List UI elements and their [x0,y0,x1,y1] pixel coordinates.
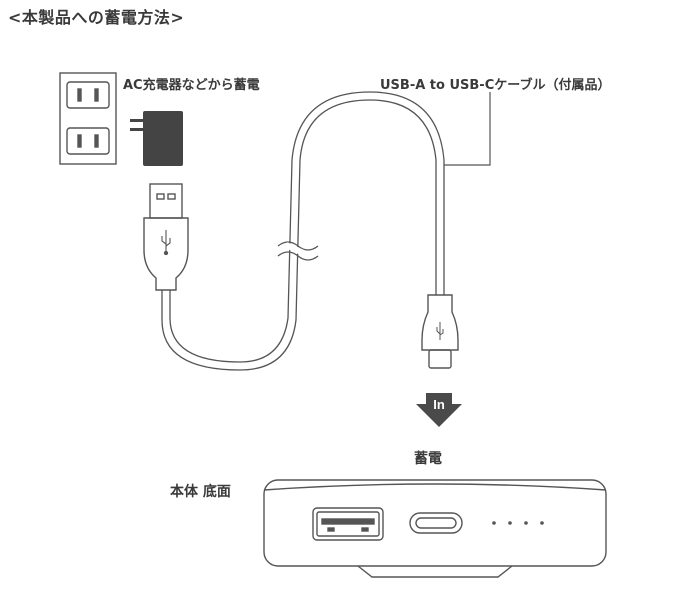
usb-a-plug-icon [143,183,189,291]
input-arrow-icon: In [416,393,462,427]
input-arrow-label: In [433,397,445,412]
charge-label: 蓄電 [414,451,442,467]
cable-leader-line [444,92,491,166]
power-bank-body [263,479,607,578]
usb-a-port-icon [312,507,384,541]
page-title: <本製品への蓄電方法> [8,8,185,27]
bottom-side-label: 本体 底面 [170,484,231,500]
ac-adapter-icon [130,111,183,166]
ac-charger-label: AC充電器などから蓄電 [123,78,260,93]
usb-cable [161,91,445,371]
led-indicator-dots [492,521,544,525]
cable-break-mark [277,241,319,261]
wall-outlet-icon [59,72,117,165]
usb-c-port-icon [409,512,463,534]
cable-label: USB-A to USB-Cケーブル（付属品） [380,78,611,93]
usb-symbol-icon [436,322,444,340]
usb-c-plug-icon [421,294,459,369]
usb-symbol-icon [161,230,171,256]
